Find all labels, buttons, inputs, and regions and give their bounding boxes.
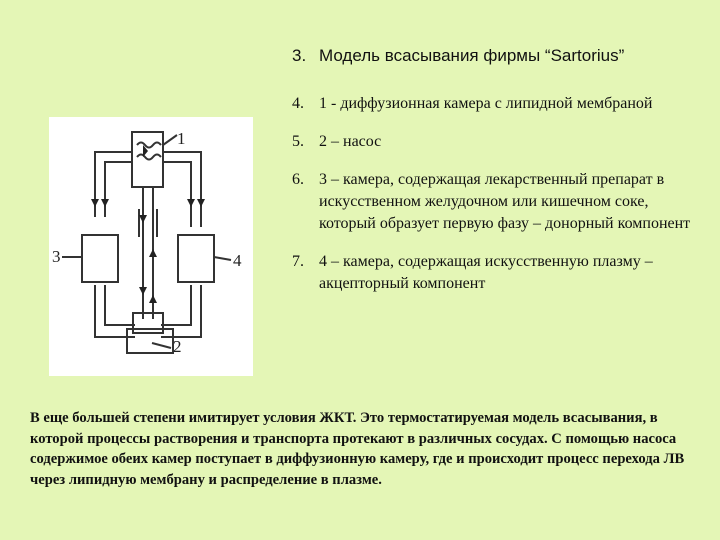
list-text: Модель всасывания фирмы “Sartorius” <box>319 46 625 65</box>
list-number: 3. <box>292 46 307 65</box>
label-1: 1 <box>177 129 186 148</box>
pump-lower <box>126 328 174 354</box>
list-number: 6. <box>292 171 304 188</box>
right-tube <box>163 151 202 227</box>
list-number: 5. <box>292 133 304 150</box>
left-tube <box>104 285 135 326</box>
list-text: 3 – камера, содержащая лекарственный пре… <box>319 171 691 232</box>
membrane-mark <box>136 153 162 161</box>
list-item-pump: 5. 2 – насос <box>292 131 702 153</box>
label-4: 4 <box>233 251 242 270</box>
leader-line-4 <box>213 256 232 261</box>
legend-list: 3. Модель всасывания фирмы “Sartorius” 4… <box>292 44 702 295</box>
right-tube <box>161 285 192 326</box>
left-tube <box>94 151 132 217</box>
right-tube <box>163 161 192 227</box>
list-text: 2 – насос <box>319 133 382 150</box>
label-2: 2 <box>173 337 182 356</box>
membrane-mark <box>136 141 162 149</box>
donor-chamber <box>81 234 119 283</box>
flow-arrows <box>91 145 205 303</box>
list-item-model-title: 3. Модель всасывания фирмы “Sartorius” <box>292 44 702 67</box>
acceptor-chamber <box>177 234 215 283</box>
apparatus-diagram: 1 2 3 4 <box>52 129 242 356</box>
pump-upper <box>132 312 164 334</box>
list-number: 4. <box>292 95 304 112</box>
list-text: 1 - диффузионная камера с липидной мембр… <box>319 95 653 112</box>
label-3: 3 <box>52 247 61 266</box>
list-item-donor-chamber: 6. 3 – камера, содержащая лекарственный … <box>292 169 702 235</box>
diffusion-chamber <box>131 131 164 188</box>
left-tube <box>94 285 135 338</box>
right-tube <box>161 285 202 338</box>
list-text: 4 – камера, содержащая искусственную пла… <box>319 253 653 292</box>
apparatus-figure: 1 2 3 4 <box>49 117 253 376</box>
list-item-acceptor-chamber: 7. 4 – камера, содержащая искусственную … <box>292 251 702 295</box>
list-number: 7. <box>292 253 304 270</box>
list-item-diffusion-chamber: 4. 1 - диффузионная камера с липидной ме… <box>292 93 702 115</box>
description-paragraph: В еще большей степени имитирует условия … <box>30 410 685 488</box>
left-tube <box>104 161 132 217</box>
leader-line-2 <box>151 342 172 349</box>
leader-line-1 <box>162 134 178 146</box>
